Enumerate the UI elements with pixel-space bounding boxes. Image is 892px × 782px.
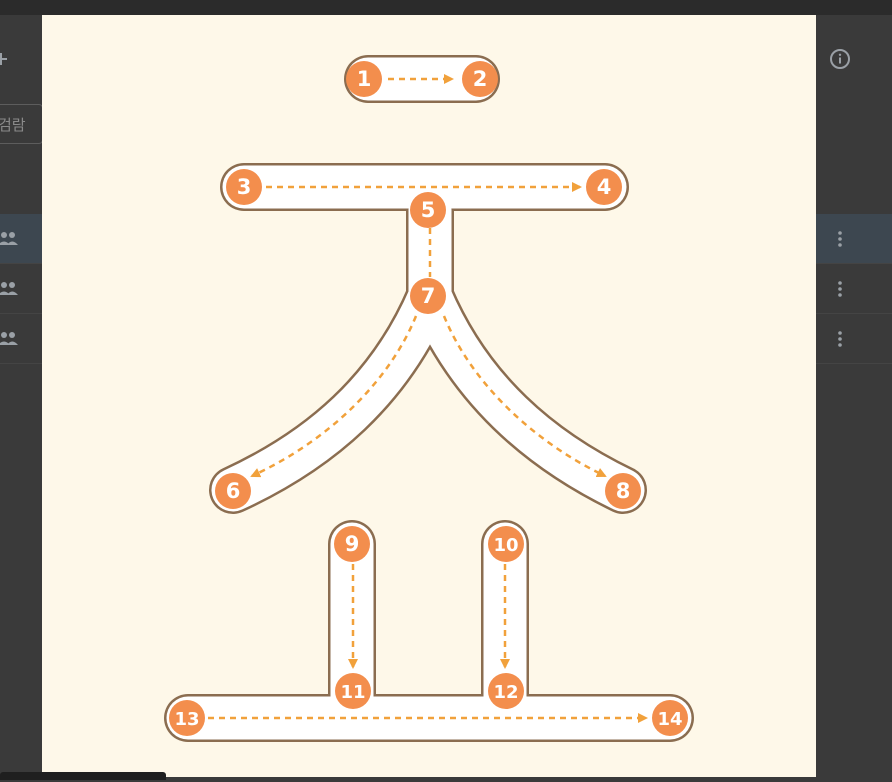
- step-badge-9: [334, 526, 370, 562]
- step-number: 6: [226, 479, 241, 503]
- more-vert-icon[interactable]: [832, 278, 848, 300]
- step-number: 9: [345, 532, 360, 556]
- step-badge-8: [605, 473, 641, 509]
- step-badge-10: [488, 526, 524, 562]
- step-badge-14: [652, 700, 688, 736]
- stroke-arrow-5: [442, 315, 607, 478]
- step-number: 1: [357, 67, 372, 91]
- more-vert-icon[interactable]: [832, 228, 848, 250]
- step-badge-11: [335, 673, 371, 709]
- step-number: 7: [421, 284, 436, 308]
- step-badge-2: [462, 61, 498, 97]
- search-placeholder: 검람: [0, 117, 26, 134]
- step-badge-6: [215, 473, 251, 509]
- add-icon[interactable]: [0, 50, 10, 68]
- group-icon: [0, 282, 18, 295]
- step-number: 13: [174, 709, 199, 730]
- info-icon[interactable]: [829, 48, 851, 70]
- group-icon: [0, 232, 18, 245]
- step-badge-13: [169, 700, 205, 736]
- step-number: 5: [421, 198, 436, 222]
- step-badge-1: [346, 61, 382, 97]
- step-number: 14: [657, 709, 682, 730]
- stroke-arrow-4: [250, 315, 418, 478]
- group-icon: [0, 332, 18, 345]
- step-number: 4: [597, 175, 612, 199]
- step-number: 3: [237, 175, 252, 199]
- step-badge-12: [488, 673, 524, 709]
- top-bar: [0, 0, 892, 15]
- step-badge-4: [586, 169, 622, 205]
- step-badge-5: [410, 192, 446, 228]
- more-vert-icon[interactable]: [832, 328, 848, 350]
- step-number: 8: [616, 479, 631, 503]
- step-badge-3: [226, 169, 262, 205]
- step-number: 11: [340, 682, 365, 703]
- step-number: 10: [493, 535, 518, 556]
- step-badge-7: [410, 278, 446, 314]
- bottom-tab: [0, 772, 166, 780]
- step-number: 2: [473, 67, 488, 91]
- step-number: 12: [493, 682, 518, 703]
- search-input[interactable]: 검람: [0, 104, 43, 144]
